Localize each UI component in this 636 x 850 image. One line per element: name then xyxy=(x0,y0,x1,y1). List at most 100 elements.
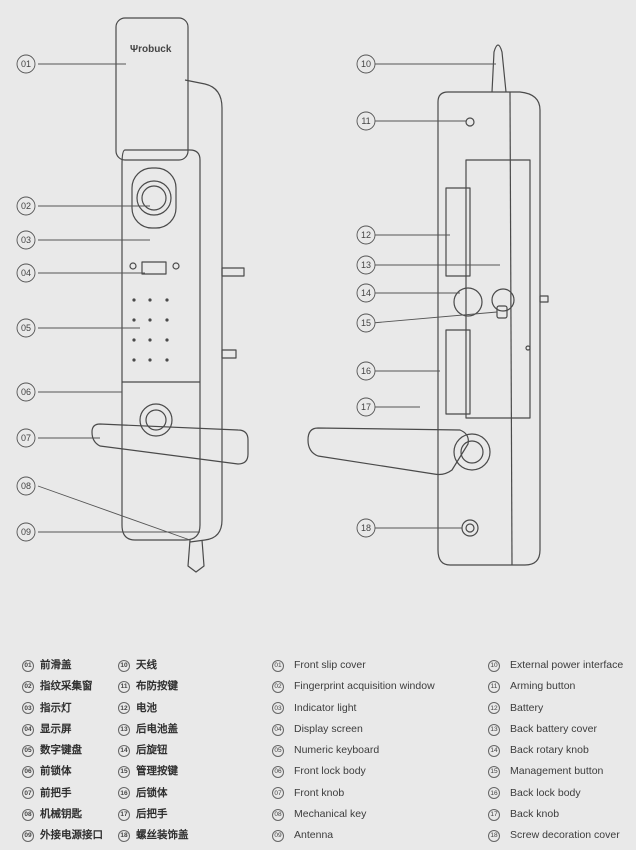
callout-04 xyxy=(16,263,36,283)
legend-label: Management button xyxy=(510,765,604,778)
legend-label: 后电池盖 xyxy=(136,722,178,735)
legend-label: 后把手 xyxy=(136,808,168,821)
legend-label: 布防按键 xyxy=(136,680,178,693)
callout-label-02: 02 xyxy=(21,201,31,211)
back-rotary-knob xyxy=(453,287,483,317)
legend-number: 18 xyxy=(118,830,130,843)
legend-number: 12 xyxy=(488,702,500,715)
legend-number: 10 xyxy=(488,659,500,672)
legend-label: Back battery cover xyxy=(510,722,597,735)
callout-label-07: 07 xyxy=(21,433,31,443)
legend-number: 15 xyxy=(118,766,130,779)
legend-label: Back rotary knob xyxy=(510,744,589,757)
legend-number: 09 xyxy=(22,830,34,843)
callout-05 xyxy=(16,318,36,338)
callout-07 xyxy=(16,428,36,448)
legend-label: 前把手 xyxy=(40,786,72,799)
legend-item-05: 05 数字键盘 xyxy=(22,740,103,761)
callout-01 xyxy=(16,54,36,74)
back-knob xyxy=(307,427,469,476)
legend-label: 后旋钮 xyxy=(136,744,168,757)
legend-label: Antenna xyxy=(294,829,334,842)
callout-15 xyxy=(356,313,376,333)
legend-label: 外接电源接口 xyxy=(40,829,103,842)
legend-number: 14 xyxy=(488,744,500,757)
legend-label: Display screen xyxy=(294,722,363,735)
legend-number: 09 xyxy=(272,830,284,843)
callout-label-05: 05 xyxy=(21,323,31,333)
callout-17 xyxy=(356,397,376,417)
callout-label-17: 17 xyxy=(361,402,371,412)
callout-13 xyxy=(356,255,376,275)
legend-label: Front slip cover xyxy=(294,659,366,671)
legend-label: 指纹采集窗 xyxy=(40,680,93,693)
callout-06 xyxy=(16,382,36,402)
legend-number: 14 xyxy=(118,744,130,757)
back-battery-cover xyxy=(465,159,531,419)
legend-number: 06 xyxy=(22,766,34,779)
legend-number: 07 xyxy=(22,787,34,800)
callout-16 xyxy=(356,361,376,381)
legend-number: 15 xyxy=(488,766,500,779)
mechanical-key xyxy=(187,539,205,573)
callout-label-01: 01 xyxy=(21,59,31,69)
callout-label-18: 18 xyxy=(361,523,371,533)
legend-item-10: 10 External power interface xyxy=(488,655,623,676)
legend-number: 01 xyxy=(22,659,34,672)
legend-number: 12 xyxy=(118,702,130,715)
legend-item-05: 05 Numeric keyboard xyxy=(272,740,435,761)
legend-number: 08 xyxy=(22,808,34,821)
legend-number: 05 xyxy=(22,744,34,757)
legend-label: Numeric keyboard xyxy=(294,744,380,757)
legend-label: Screw decoration cover xyxy=(510,829,620,842)
legend-number: 05 xyxy=(272,744,284,757)
legend-label: 数字键盘 xyxy=(40,744,82,757)
callout-03 xyxy=(16,230,36,250)
legend-number: 03 xyxy=(22,702,34,715)
callout-label-13: 13 xyxy=(361,260,371,270)
callout-label-12: 12 xyxy=(361,230,371,240)
callout-label-14: 14 xyxy=(361,288,371,298)
callout-10 xyxy=(356,54,376,74)
legend-item-14: 14 后旋钮 xyxy=(118,740,189,761)
callout-label-04: 04 xyxy=(21,268,31,278)
arming-button xyxy=(465,117,475,127)
legend-label: Fingerprint acquisition window xyxy=(294,680,435,693)
legend-label: 天线 xyxy=(136,659,157,671)
legend-number: 11 xyxy=(488,680,500,693)
legend-label: 指示灯 xyxy=(40,701,72,714)
management-button xyxy=(496,305,508,319)
legend-label: Back knob xyxy=(510,808,560,821)
legend-number: 11 xyxy=(118,680,130,693)
callout-08 xyxy=(16,476,36,496)
indicator-light xyxy=(129,262,137,270)
callout-label-03: 03 xyxy=(21,235,31,245)
back-lock-body xyxy=(437,91,541,566)
front-lock-body xyxy=(121,149,201,541)
legend-label: 前滑盖 xyxy=(40,659,72,671)
callout-label-16: 16 xyxy=(361,366,371,376)
legend-label: Front lock body xyxy=(294,765,366,778)
numeric-keyboard xyxy=(132,298,169,362)
callout-12 xyxy=(356,225,376,245)
legend-label: External power interface xyxy=(510,659,624,671)
legend-item-15: 15 Management button xyxy=(488,761,623,782)
